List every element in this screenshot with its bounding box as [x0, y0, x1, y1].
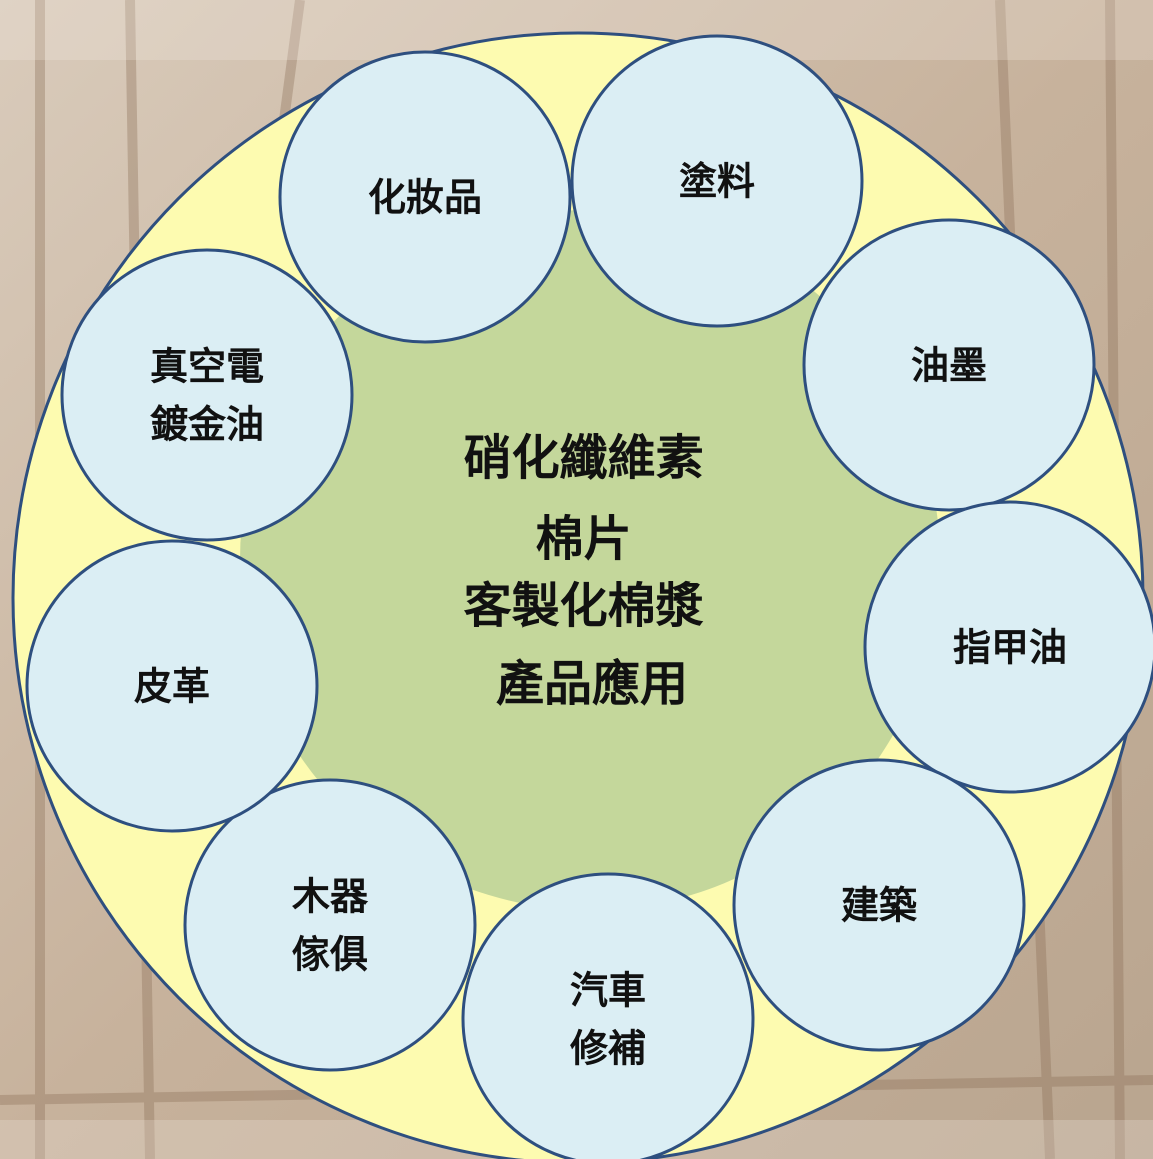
application-node-label: 木器	[292, 875, 369, 919]
application-nodes: 化妝品塗料油墨指甲油建築汽車修補木器傢俱皮革真空電鍍金油	[25, 34, 1153, 1159]
application-node: 指甲油	[863, 500, 1153, 794]
application-node-label: 修補	[570, 1027, 646, 1071]
application-node-circle	[25, 539, 319, 833]
application-node-label: 塗料	[679, 160, 755, 204]
application-node: 油墨	[802, 218, 1096, 512]
application-node-label: 油墨	[911, 344, 987, 388]
application-node: 建築	[732, 758, 1026, 1052]
application-node-label: 汽車	[570, 969, 646, 1013]
application-node-label: 傢俱	[292, 933, 368, 977]
application-node: 化妝品	[278, 50, 572, 344]
application-node-circle	[570, 34, 864, 328]
application-node-label: 建築	[841, 884, 918, 928]
application-node-label: 鍍金油	[150, 403, 264, 447]
center-title: 硝化纖維素 棉片 客製化棉漿 產品應用	[464, 430, 721, 712]
application-node: 皮革	[25, 539, 319, 833]
application-node-circle	[60, 248, 354, 542]
application-node-label: 皮革	[134, 665, 210, 709]
application-node-label: 化妝品	[368, 176, 482, 220]
center-title-line: 棉片	[536, 511, 632, 567]
application-node-circle	[183, 778, 477, 1072]
application-node-circle	[461, 872, 755, 1159]
application-node-circle	[278, 50, 572, 344]
center-title-line: 客製化棉漿	[464, 578, 704, 634]
application-node-label: 真空電	[150, 345, 264, 389]
application-node: 塗料	[570, 34, 864, 328]
center-title-line: 產品應用	[496, 656, 688, 712]
application-node-label: 指甲油	[953, 626, 1067, 670]
application-node-circle	[863, 500, 1153, 794]
application-node-circle	[732, 758, 1026, 1052]
center-hub-circle	[240, 210, 940, 910]
center-title-line: 硝化纖維素	[464, 430, 704, 486]
application-node-circle	[802, 218, 1096, 512]
